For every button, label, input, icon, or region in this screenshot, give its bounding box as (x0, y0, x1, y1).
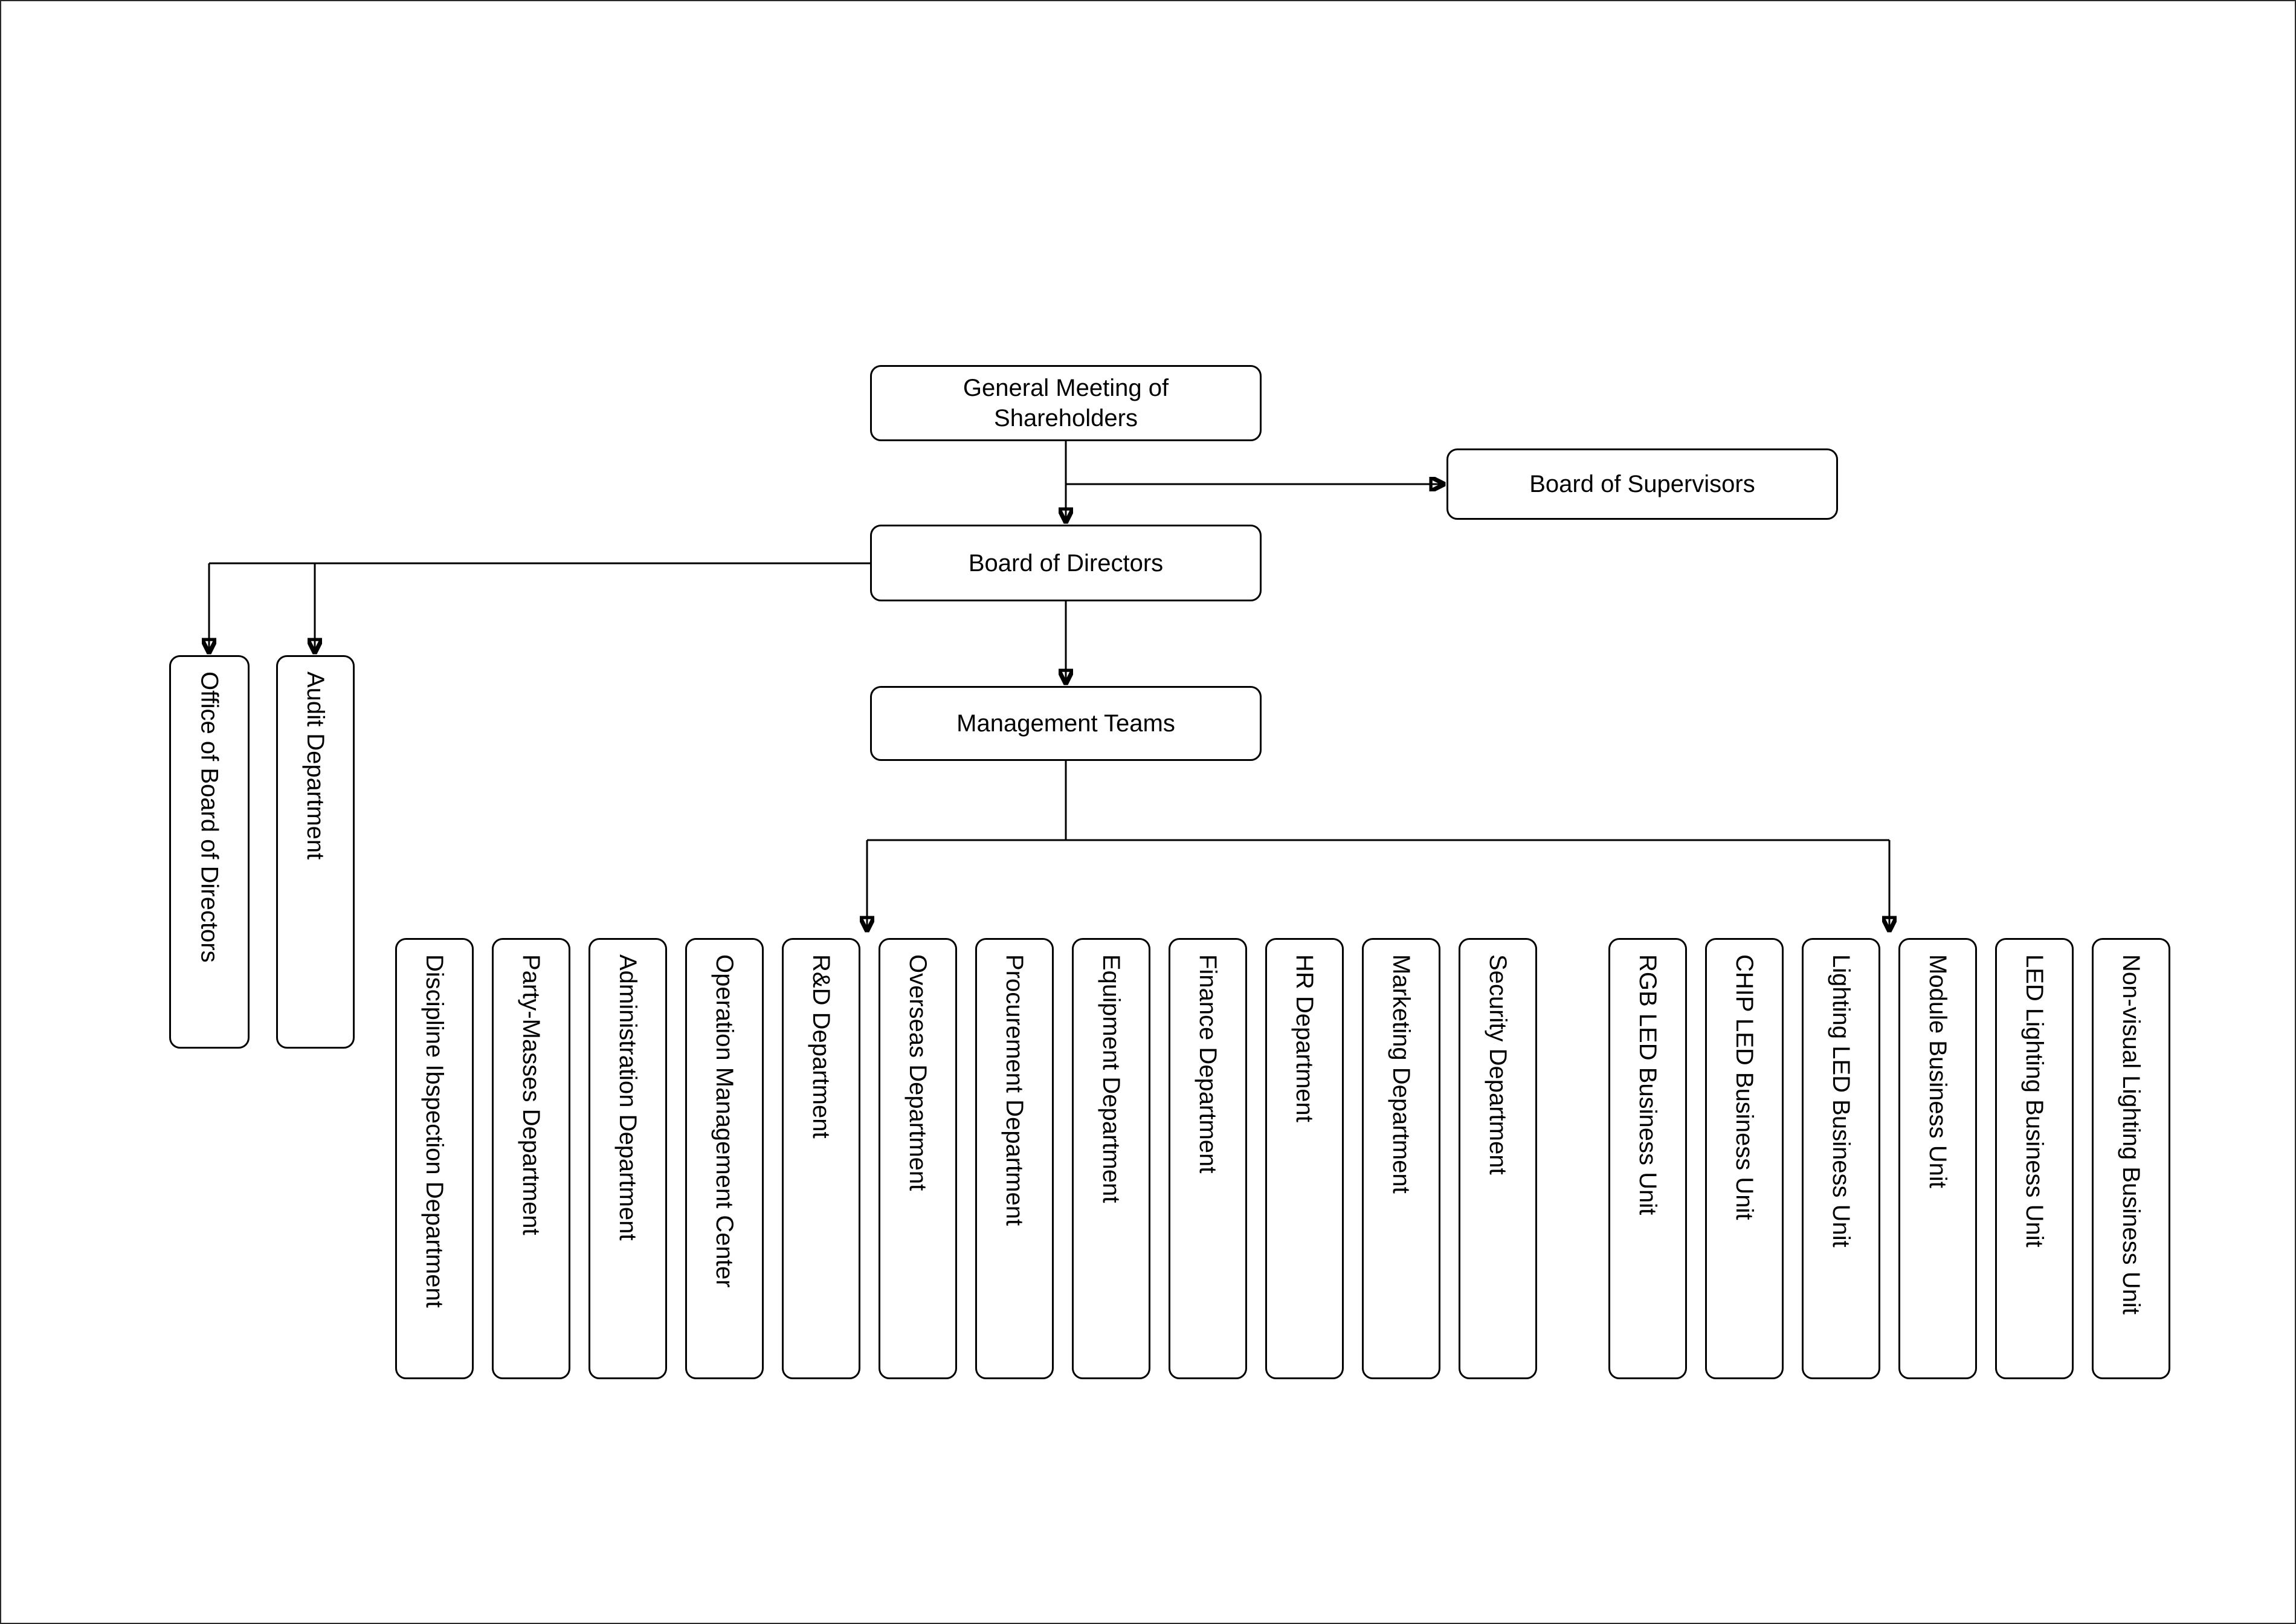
bu-label: Non-visual Lighting Business Unit (2118, 954, 2144, 1315)
bu-box-module: Module Business Unit (1898, 938, 1977, 1379)
dept-label: Procurement Department (1001, 954, 1028, 1226)
dept-label: HR Department (1291, 954, 1318, 1122)
bu-box-chip-led: CHIP LED Business Unit (1705, 938, 1784, 1379)
bu-box-led-lighting: LED Lighting Business Unit (1995, 938, 2074, 1379)
dept-label: Administration Department (614, 954, 641, 1241)
dept-label: R&D Department (808, 954, 834, 1139)
dept-box-marketing: Marketing Department (1362, 938, 1440, 1379)
bu-box-rgb-led: RGB LED Business Unit (1608, 938, 1687, 1379)
node-general-meeting: General Meeting of Shareholders (870, 365, 1262, 441)
node-office-of-board-of-directors: Office of Board of Directors (169, 655, 250, 1049)
node-office-of-board-of-directors-label: Office of Board of Directors (196, 671, 223, 963)
bu-box-non-visual-lighting: Non-visual Lighting Business Unit (2092, 938, 2170, 1379)
bu-box-lighting-led: Lighting LED Business Unit (1802, 938, 1880, 1379)
bu-label: LED Lighting Business Unit (2021, 954, 2048, 1247)
dept-box-overseas: Overseas Department (879, 938, 957, 1379)
bu-label: RGB LED Business Unit (1634, 954, 1661, 1215)
node-board-of-supervisors: Board of Supervisors (1446, 448, 1838, 520)
dept-label: Finance Department (1195, 954, 1221, 1174)
node-general-meeting-label: General Meeting of Shareholders (963, 375, 1169, 432)
dept-box-discipline-inspection: Discipline Ibspection Department (395, 938, 474, 1379)
bu-label: Module Business Unit (1924, 954, 1951, 1188)
bu-label: Lighting LED Business Unit (1828, 954, 1854, 1247)
bu-label: CHIP LED Business Unit (1731, 954, 1758, 1220)
node-board-of-supervisors-label: Board of Supervisors (1529, 471, 1755, 497)
node-audit-department: Audit Department (276, 655, 355, 1049)
dept-box-security: Security Department (1459, 938, 1537, 1379)
dept-box-hr: HR Department (1265, 938, 1344, 1379)
node-board-of-directors: Board of Directors (870, 525, 1262, 601)
dept-label: Overseas Department (905, 954, 931, 1191)
dept-label: Security Department (1485, 954, 1511, 1175)
node-audit-department-label: Audit Department (302, 671, 329, 860)
dept-label: Discipline Ibspection Department (421, 954, 448, 1308)
dept-label: Equipment Department (1098, 954, 1124, 1203)
dept-box-rnd: R&D Department (782, 938, 860, 1379)
dept-box-equipment: Equipment Department (1072, 938, 1150, 1379)
dept-box-operation-management: Operation Management Center (685, 938, 764, 1379)
node-board-of-directors-label: Board of Directors (968, 549, 1164, 577)
dept-label: Operation Management Center (711, 954, 738, 1288)
dept-box-finance: Finance Department (1169, 938, 1247, 1379)
dept-label: Party-Masses Department (518, 954, 544, 1235)
node-management-teams-label: Management Teams (956, 710, 1175, 737)
node-management-teams: Management Teams (870, 686, 1262, 761)
dept-label: Marketing Department (1388, 954, 1414, 1194)
dept-box-procurement: Procurement Department (975, 938, 1054, 1379)
dept-box-party-masses: Party-Masses Department (492, 938, 570, 1379)
dept-box-administration: Administration Department (589, 938, 667, 1379)
